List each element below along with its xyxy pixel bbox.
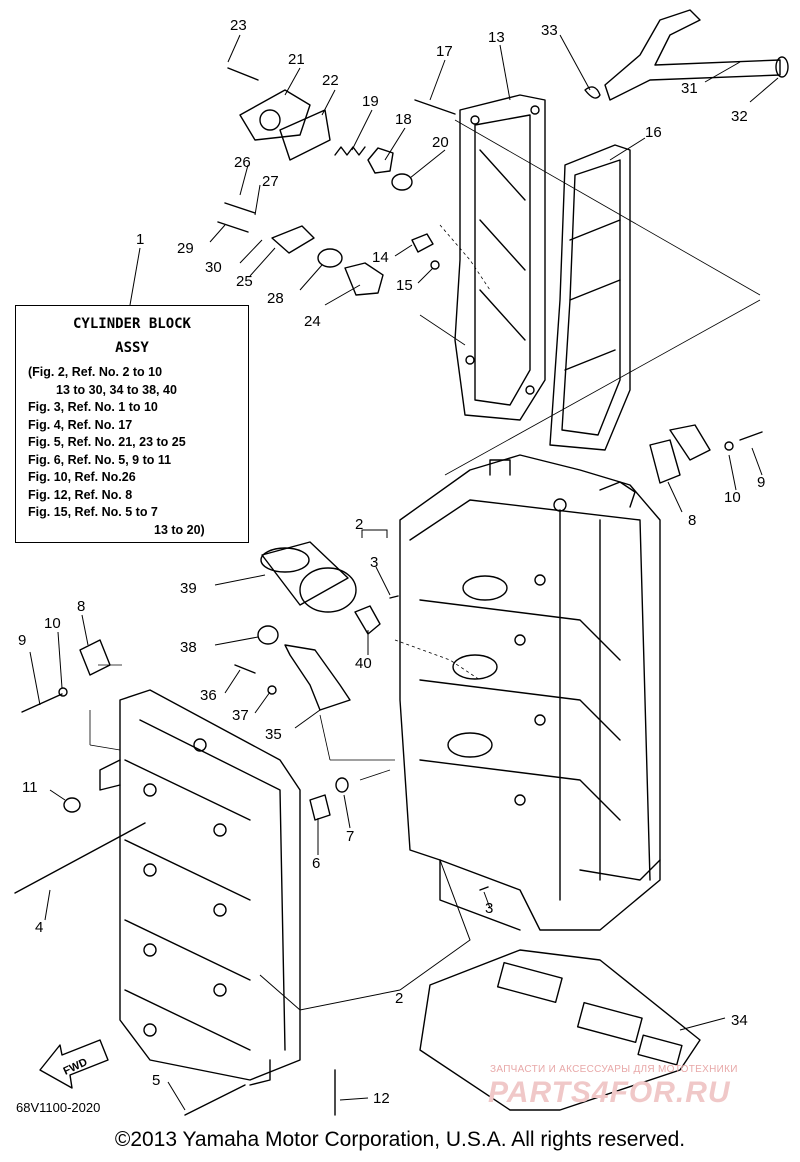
info-box-line: Fig. 6, Ref. No. 5, 9 to 11 <box>28 452 172 467</box>
callout-38: 38 <box>180 639 197 656</box>
cylinder-block-part <box>399 454 661 931</box>
callout-11: 11 <box>22 779 38 796</box>
exhaust-cover-part <box>454 94 546 421</box>
callout-26: 26 <box>234 154 251 171</box>
callout-9-right: 9 <box>757 474 765 491</box>
oil-filter-part <box>260 541 357 613</box>
callout-2-bottom: 2 <box>395 990 403 1007</box>
callout-40: 40 <box>355 655 372 672</box>
fwd-label: FWD <box>62 1056 90 1077</box>
info-box-title: CYLINDER BLOCK <box>72 316 191 332</box>
callout-2-top: 2 <box>355 516 363 533</box>
info-box: CYLINDER BLOCK ASSY (Fig. 2, Ref. No. 2 … <box>15 305 249 543</box>
watermark-logo: PARTS4FOR.RU <box>488 1076 731 1109</box>
callout-24: 24 <box>304 313 321 330</box>
callout-30: 30 <box>205 259 222 276</box>
callout-35: 35 <box>265 726 282 743</box>
callout-20: 20 <box>432 134 449 151</box>
callout-labels: 1 2 2 3 3 4 5 6 7 8 8 9 9 10 10 11 12 13… <box>18 17 765 1107</box>
callout-39: 39 <box>180 580 197 597</box>
callout-14: 14 <box>372 249 389 266</box>
callout-23: 23 <box>230 17 247 34</box>
info-box-line: Fig. 12, Ref. No. 8 <box>28 487 133 502</box>
info-box-line: Fig. 15, Ref. No. 5 to 7 <box>28 505 158 519</box>
callout-15: 15 <box>396 277 413 294</box>
copyright-notice: ©2013 Yamaha Motor Corporation, U.S.A. A… <box>114 1128 686 1151</box>
info-box-line: Fig. 3, Ref. No. 1 to 10 <box>28 400 158 414</box>
right-hardware-part <box>649 424 763 484</box>
callout-22: 22 <box>322 72 339 89</box>
callout-33: 33 <box>541 22 558 39</box>
callout-1: 1 <box>136 231 144 248</box>
crankcase-part <box>99 689 301 1086</box>
document-id: 68V1100-2020 <box>16 1100 101 1115</box>
callout-34: 34 <box>731 1012 748 1029</box>
leader-lines <box>29 34 779 1111</box>
callout-19: 19 <box>362 93 379 110</box>
callout-25: 25 <box>236 273 253 290</box>
callout-31: 31 <box>681 80 698 97</box>
callout-4: 4 <box>35 919 43 936</box>
callout-10-right: 10 <box>724 489 741 506</box>
thermostat-cover-part <box>227 67 331 161</box>
info-box-line: Fig. 5, Ref. No. 21, 23 to 25 <box>28 435 186 449</box>
gasket-34-part <box>419 949 701 1111</box>
callout-8-right: 8 <box>688 512 696 529</box>
callout-3-top: 3 <box>370 554 378 571</box>
callout-18: 18 <box>395 111 412 128</box>
callout-12: 12 <box>373 1090 390 1107</box>
thermostat-spring-part <box>334 146 413 191</box>
callout-29: 29 <box>177 240 194 257</box>
callout-16: 16 <box>645 124 662 141</box>
callout-6: 6 <box>312 855 320 872</box>
small-parts-part <box>217 99 456 296</box>
bracket-part <box>234 605 381 711</box>
fwd-arrow-icon <box>39 1039 109 1089</box>
callout-5: 5 <box>152 1072 160 1089</box>
hose-31-part <box>584 9 789 101</box>
callout-9-left: 9 <box>18 632 26 649</box>
callout-3-bottom: 3 <box>485 900 493 917</box>
hose-clamp-32-part <box>775 56 789 78</box>
callout-8-left: 8 <box>77 598 85 615</box>
callout-28: 28 <box>267 290 284 307</box>
callout-37: 37 <box>232 707 249 724</box>
callout-17: 17 <box>436 43 453 60</box>
callout-32: 32 <box>731 108 748 125</box>
info-box-line: 13 to 30, 34 to 38, 40 <box>56 382 177 397</box>
callout-10-left: 10 <box>44 615 61 632</box>
gasket-16-part <box>549 144 631 451</box>
callout-27: 27 <box>262 173 279 190</box>
info-box-line: Fig. 4, Ref. No. 17 <box>28 417 133 432</box>
callout-13: 13 <box>488 29 505 46</box>
left-hardware-part <box>14 595 489 1116</box>
info-box-line: 13 to 20) <box>154 522 205 537</box>
callout-7: 7 <box>346 828 354 845</box>
info-box-subtitle: ASSY <box>115 340 149 356</box>
info-box-line: (Fig. 2, Ref. No. 2 to 10 <box>28 365 163 379</box>
info-box-line: Fig. 10, Ref. No.26 <box>28 470 136 484</box>
callout-21: 21 <box>288 51 305 68</box>
watermark-tagline: ЗАПЧАСТИ И АКСЕССУАРЫ ДЛЯ МОТОТЕХНИКИ <box>490 1064 738 1075</box>
callout-36: 36 <box>200 687 217 704</box>
reference-lines <box>89 119 761 781</box>
